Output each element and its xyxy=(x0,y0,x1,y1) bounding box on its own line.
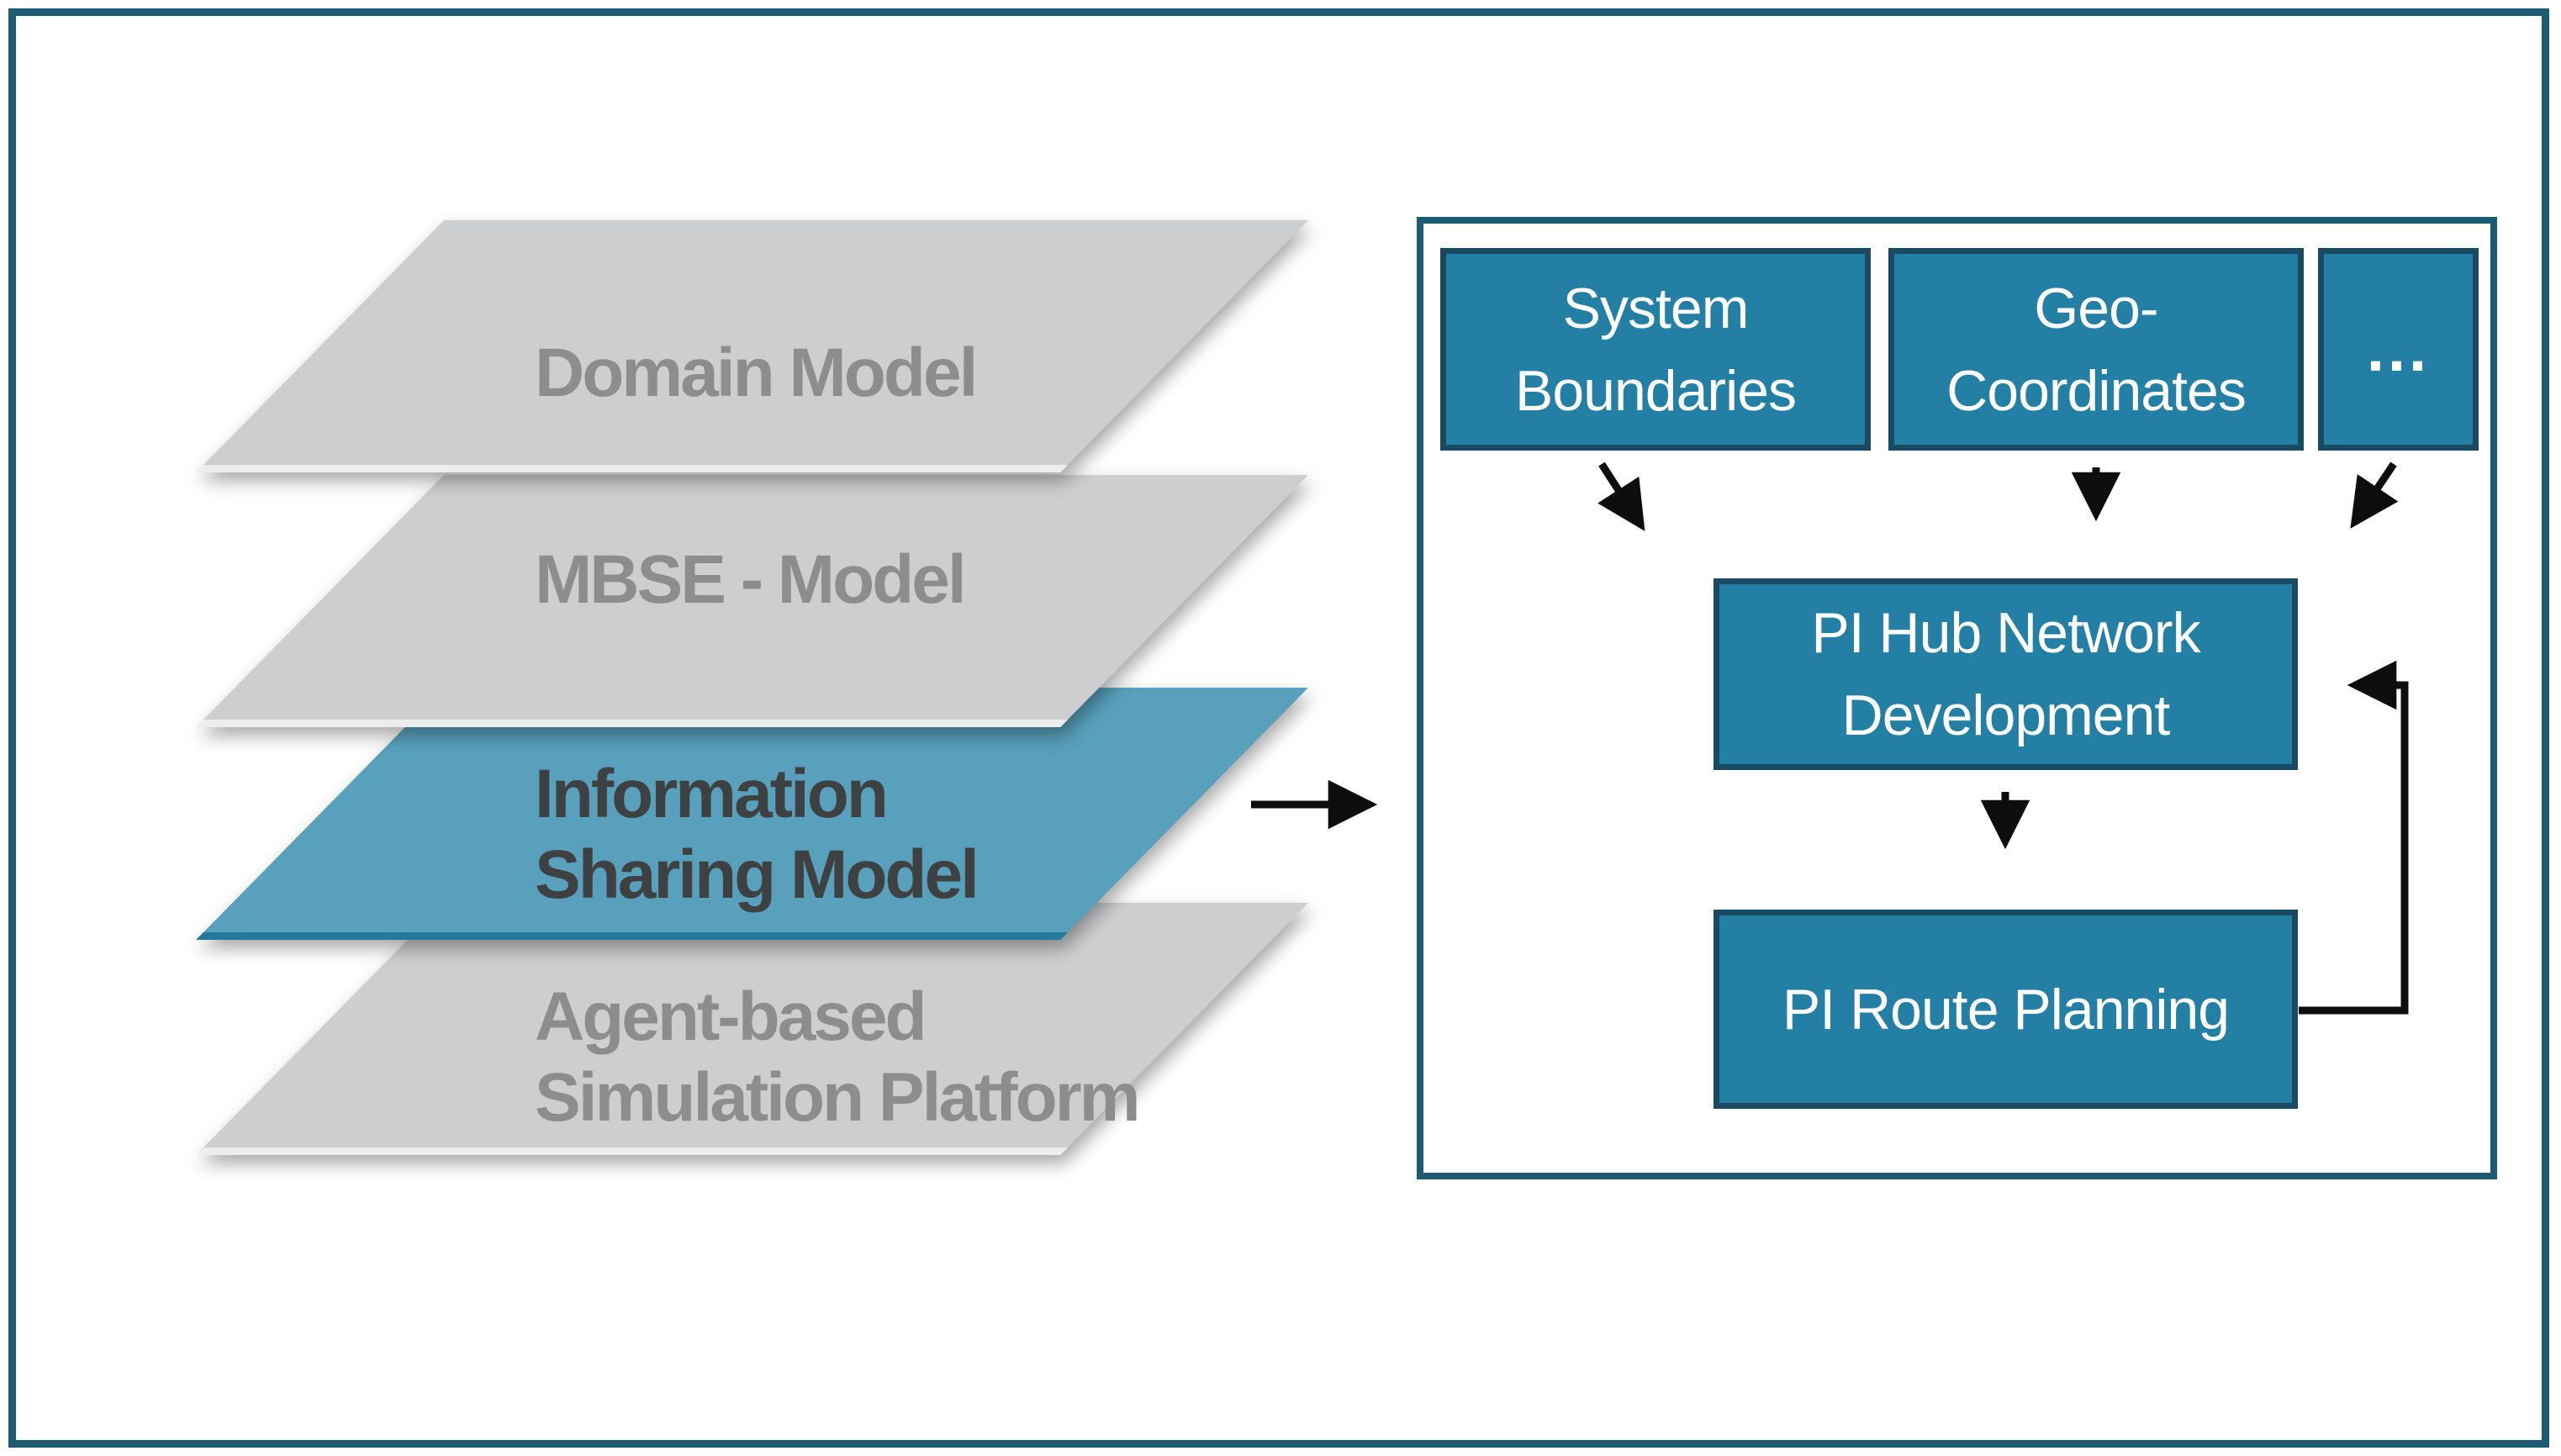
layer-label-line: Agent-based xyxy=(535,979,927,1055)
node-more-inputs: ... xyxy=(2318,248,2479,451)
outer-frame xyxy=(8,8,2549,1448)
layer-label-information-sharing-model: Information Sharing Model xyxy=(535,754,1241,915)
node-label-line: Coordinates xyxy=(1946,358,2247,423)
layer-label-line: Simulation Platform xyxy=(535,1059,1141,1136)
node-label-line: PI Route Planning xyxy=(1782,977,2230,1042)
node-label-line: PI Hub Network xyxy=(1811,601,2200,665)
node-pi-hub-network-development: PI Hub Network Development xyxy=(1713,578,2298,770)
layer-label-mbse-model: MBSE - Model xyxy=(535,540,1241,620)
layer-label-line: MBSE - Model xyxy=(535,541,967,618)
layer-label-agent-based-simulation-platform: Agent-based Simulation Platform xyxy=(535,977,1241,1138)
node-label-line: System xyxy=(1562,276,1750,340)
flowchart-panel xyxy=(1417,217,2497,1179)
node-label-line: Geo- xyxy=(2034,276,2158,340)
layer-label-line: Domain Model xyxy=(535,335,978,411)
layer-label-line: Sharing Model xyxy=(535,836,980,913)
node-label-line: Development xyxy=(1841,683,2171,747)
layer-label-line: Information xyxy=(535,756,889,832)
node-geo-coordinates: Geo- Coordinates xyxy=(1888,248,2304,451)
node-system-boundaries: System Boundaries xyxy=(1440,248,1871,451)
layer-label-domain-model: Domain Model xyxy=(535,333,1241,414)
node-label-line: Boundaries xyxy=(1514,358,1797,423)
node-label-line: ... xyxy=(2366,313,2431,385)
node-pi-route-planning: PI Route Planning xyxy=(1713,910,2298,1109)
